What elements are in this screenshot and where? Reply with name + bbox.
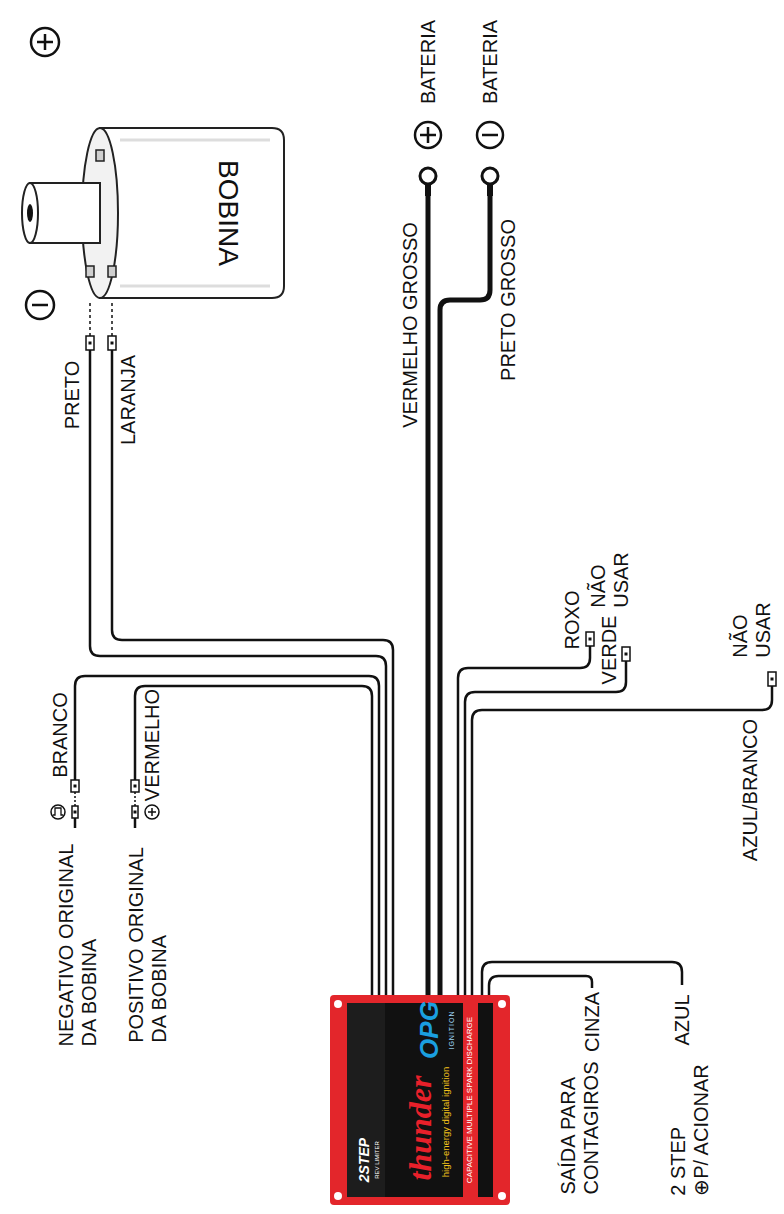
ignition-coil: BOBINA — [15, 125, 290, 300]
logo-text: OPG — [415, 1001, 445, 1059]
wire-label: BRANCO — [49, 692, 72, 778]
battery-terminals — [420, 168, 498, 196]
plug-pin — [134, 811, 137, 814]
ignition-module: thunderhigh-energy digital ignition OPGIG… — [330, 995, 510, 1205]
wire — [112, 350, 393, 995]
connection-dash — [74, 792, 76, 806]
plug-pin — [589, 638, 592, 641]
plug-pin — [134, 785, 137, 788]
feature-logo: 2STEP — [356, 1138, 372, 1182]
wire-label: ROXO — [561, 591, 584, 650]
wire-label: PRETO GROSSO — [497, 219, 520, 381]
wire-plug — [132, 806, 138, 818]
logo-subtext: IGNITION — [448, 1010, 456, 1049]
coil-wire — [108, 300, 393, 995]
wire — [482, 962, 682, 995]
wire-plug — [586, 632, 594, 646]
connection-label: NEGATIVO ORIGINAL DA BOBINA — [55, 844, 101, 1047]
wire-label: VERDE — [598, 616, 621, 685]
wire-plug — [71, 780, 79, 792]
coil-label: BOBINA — [212, 160, 244, 266]
wire — [458, 646, 590, 995]
connection-label: POSITIVO ORIGINAL DA BOBINA — [125, 847, 171, 1043]
wire-plug — [131, 780, 139, 792]
terminal-leader — [111, 300, 113, 336]
brand-name: thunder — [402, 1076, 439, 1181]
plug-pin — [625, 653, 628, 656]
wire-label: AZUL — [671, 994, 694, 1045]
plug-pin — [74, 785, 77, 788]
note-label: NÃO USAR — [729, 602, 775, 658]
module-stripe-text: CAPACITIVE MULTIPLE SPARK DISCHARGE — [465, 1017, 474, 1183]
wire — [472, 686, 772, 995]
wire-plug — [72, 806, 78, 818]
plug-pin — [74, 811, 77, 814]
wire — [135, 686, 372, 995]
plug-pin — [111, 342, 114, 345]
note-label: NÃO USAR — [587, 552, 633, 608]
terminal-leader — [89, 300, 91, 336]
connection-dash — [134, 792, 136, 806]
connection-label: 2 STEP ⊕P/ ACIONAR — [667, 1064, 713, 1195]
wires — [71, 196, 776, 995]
wire-label: PRETO — [61, 361, 84, 430]
wire-plug — [86, 336, 94, 350]
coil-drawing — [22, 128, 284, 298]
plug-pin — [771, 678, 774, 681]
polarity-symbols — [26, 28, 503, 819]
wire-label: VERMELHO GROSSO — [399, 222, 422, 428]
feature-subtext: REV LIMITER — [374, 1141, 381, 1179]
wire-label: CINZA — [581, 992, 604, 1052]
battery-label: BATERIA — [417, 20, 440, 104]
battery-label: BATERIA — [479, 20, 502, 104]
wire — [426, 196, 431, 995]
wire-plug — [108, 336, 116, 350]
wire-label: AZUL/BRANCO — [739, 719, 762, 861]
wire-label: LARANJA — [117, 355, 140, 445]
wire — [74, 818, 77, 828]
wire — [75, 676, 379, 995]
wire-label: VERMELHO — [141, 689, 164, 801]
wire — [489, 976, 592, 995]
plug-pin — [89, 342, 92, 345]
wire — [134, 818, 137, 828]
module-housing — [330, 995, 510, 1205]
brand-tagline: high-energy digital ignition — [441, 1067, 452, 1177]
wire-plug — [622, 647, 630, 661]
wire-plug — [768, 672, 776, 686]
connection-label: SAÍDA PARA CONTAGIROS — [557, 1062, 603, 1195]
